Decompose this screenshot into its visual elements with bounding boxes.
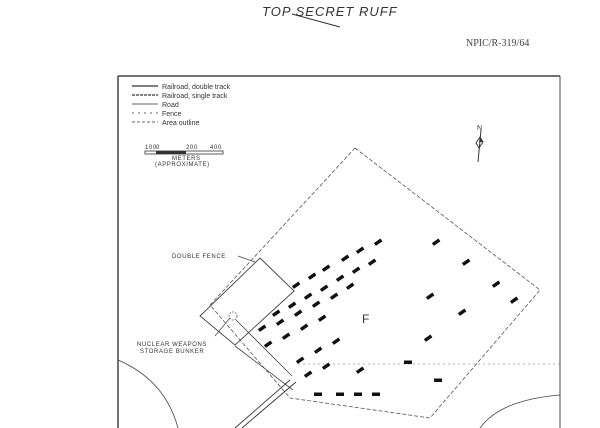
north-label: N (477, 125, 482, 132)
structure-mark (340, 254, 350, 262)
structures (257, 238, 519, 396)
structure-mark (293, 309, 303, 317)
scale-tick-400: 400 (210, 145, 222, 151)
legend-double-track: Railroad, double track (162, 84, 231, 91)
structure-mark (373, 238, 383, 246)
structure-mark (303, 370, 313, 378)
bunker-label-line2: STORAGE BUNKER (140, 349, 204, 355)
structure-mark (295, 356, 305, 364)
structure-mark (509, 296, 519, 304)
scale-tick-0: 0 (156, 145, 160, 151)
legend-single-track: Railroad, single track (162, 93, 228, 100)
bunker-label-line1: NUCLEAR WEAPONS (137, 342, 207, 348)
bunker-marker (228, 311, 238, 321)
report-reference: NPIC/R-319/64 (466, 38, 530, 49)
structure-mark (303, 292, 313, 300)
structure-mark (281, 332, 291, 340)
structure-mark (425, 292, 435, 300)
structure-mark (311, 300, 321, 308)
structure-mark (355, 246, 365, 254)
structure-mark (263, 340, 273, 348)
structure-mark (434, 378, 442, 382)
area-outline (209, 147, 541, 419)
railroad (234, 379, 291, 428)
structure-mark (313, 346, 323, 354)
road (117, 359, 179, 428)
legend: Railroad, double track Railroad, single … (132, 84, 231, 168)
structure-mark (336, 392, 344, 396)
structure-mark (372, 392, 380, 396)
structure-mark (355, 366, 365, 374)
structure-mark (329, 292, 339, 300)
scale-unit: METERS (172, 156, 201, 162)
structure-mark (291, 281, 301, 289)
structure-mark (457, 308, 467, 316)
structure-mark (314, 392, 322, 396)
legend-road: Road (162, 102, 179, 109)
structure-mark (317, 314, 327, 322)
structure-mark (299, 323, 309, 331)
scale-tick-200: 200 (186, 145, 198, 151)
structure-mark (307, 272, 317, 280)
structure-mark (367, 258, 377, 266)
structure-mark (331, 337, 341, 345)
structure-mark (351, 266, 361, 274)
area-label-f: F (362, 312, 369, 326)
structure-mark (335, 274, 345, 282)
structure-mark (431, 238, 441, 246)
structure-mark (287, 301, 297, 309)
structure-mark (271, 309, 281, 317)
legend-area-outline: Area outline (162, 120, 199, 127)
structure-mark (257, 324, 267, 332)
legend-fence: Fence (162, 111, 182, 118)
structure-mark (321, 362, 331, 370)
structure-mark (275, 318, 285, 326)
strike-mark (291, 13, 341, 28)
structure-mark (404, 360, 412, 364)
double-fence (199, 257, 295, 346)
north-arrow: N (475, 125, 484, 163)
structure-mark (491, 280, 501, 288)
structure-mark (461, 258, 471, 266)
scale-tick-100: 100 (145, 145, 157, 151)
double-fence-label: DOUBLE FENCE (172, 254, 226, 260)
structure-mark (423, 334, 433, 342)
structure-mark (321, 264, 331, 272)
structure-mark (319, 284, 329, 292)
scale-note: (APPROXIMATE) (155, 162, 210, 168)
structure-mark (354, 392, 362, 396)
road (479, 394, 561, 428)
structure-mark (345, 282, 355, 290)
